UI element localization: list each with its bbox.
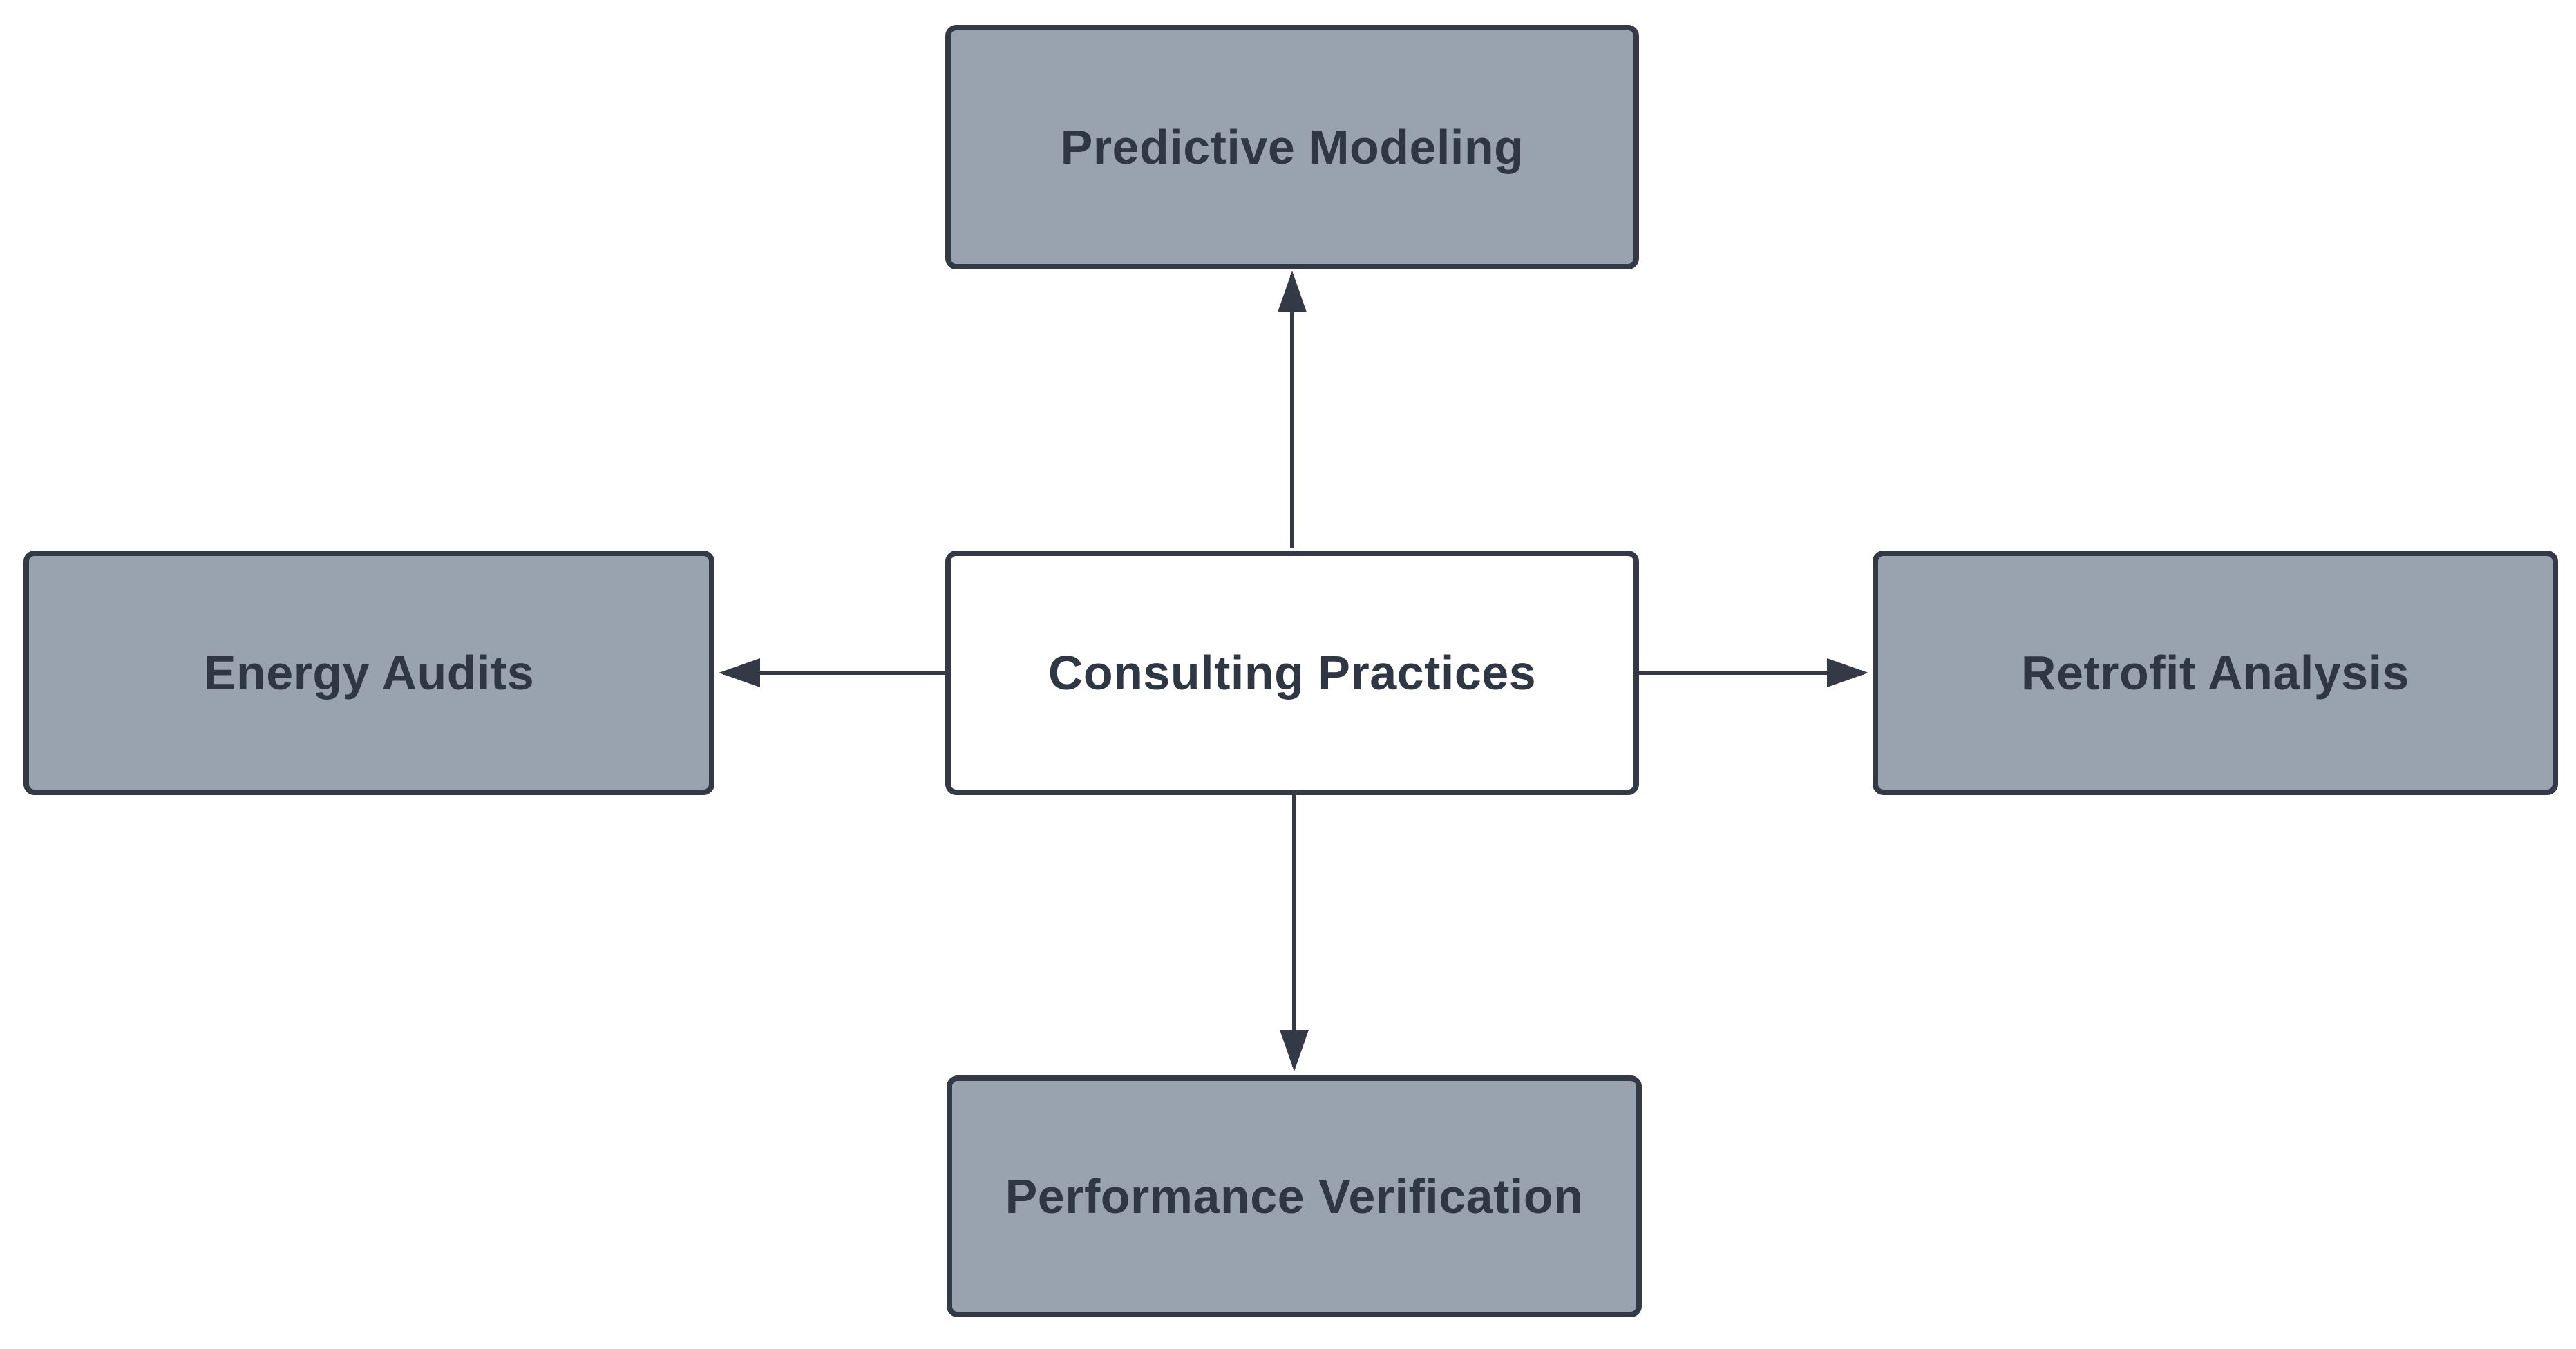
node-label: Performance Verification bbox=[1005, 1169, 1584, 1223]
node-label: Retrofit Analysis bbox=[2020, 646, 2410, 700]
node-retrofit-analysis[interactable]: Retrofit Analysis bbox=[1873, 551, 2558, 795]
node-label: Energy Audits bbox=[203, 646, 535, 700]
node-label: Predictive Modeling bbox=[1060, 120, 1524, 174]
node-predictive-modeling[interactable]: Predictive Modeling bbox=[945, 25, 1639, 269]
node-energy-audits[interactable]: Energy Audits bbox=[23, 551, 714, 795]
node-consulting-practices[interactable]: Consulting Practices bbox=[945, 551, 1639, 795]
node-performance-verification[interactable]: Performance Verification bbox=[947, 1075, 1642, 1317]
node-label: Consulting Practices bbox=[1048, 646, 1537, 700]
